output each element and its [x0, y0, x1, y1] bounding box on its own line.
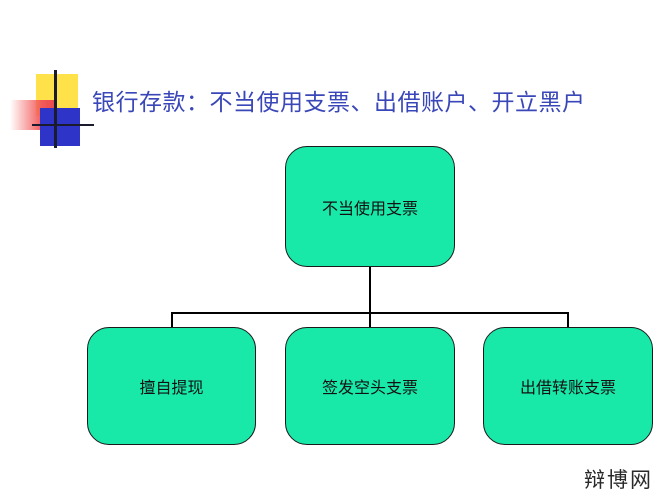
- diagram-node-child-3: 出借转账支票: [483, 327, 653, 445]
- vertical-rule-line: [54, 70, 57, 148]
- connector-child-2: [369, 312, 371, 327]
- diagram-node-root: 不当使用支票: [285, 146, 455, 267]
- horizontal-rule-line: [32, 124, 94, 126]
- slide-title: 银行存款：不当使用支票、出借账户、开立黑户: [92, 90, 586, 116]
- node-label-child-3: 出借转账支票: [519, 378, 616, 397]
- diagram-node-child-2: 签发空头支票: [285, 327, 455, 445]
- connector-root-trunk: [369, 267, 371, 313]
- node-label-root: 不当使用支票: [321, 198, 418, 218]
- red-gradient-shape: [10, 100, 56, 130]
- site-watermark: 辩博网: [584, 468, 653, 492]
- node-label-child-2: 签发空头支票: [321, 378, 418, 397]
- yellow-square-shape: [36, 74, 78, 116]
- node-label-child-1: 擅自提现: [139, 378, 204, 397]
- blue-square-shape: [40, 108, 80, 146]
- diagram-node-child-1: 擅自提现: [87, 327, 256, 445]
- connector-child-1: [171, 312, 173, 327]
- connector-child-3: [567, 312, 569, 327]
